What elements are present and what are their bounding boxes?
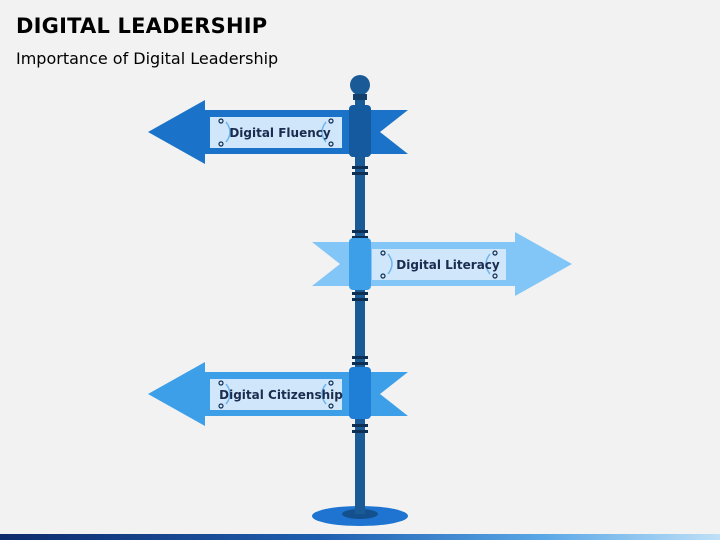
sign-digital-literacy-clamp [349,238,371,290]
sign-digital-literacy-bracket-left [387,253,393,275]
sign-digital-citizenship-bolts [218,380,334,409]
sign-digital-citizenship-panel [210,379,342,410]
sign-digital-citizenship-clamp [349,367,371,419]
sign-digital-literacy-label: Digital Literacy [396,258,500,272]
page-title: DIGITAL LEADERSHIP [16,14,268,38]
sign-digital-fluency-bracket-left [225,121,231,143]
sign-digital-fluency-bracket-right [321,121,327,143]
sign-digital-fluency-label: Digital Fluency [229,126,331,140]
sign-digital-literacy-panel [372,249,506,280]
footer-gradient-bar [0,534,720,540]
signpost-pole [355,92,365,514]
sign-digital-fluency: Digital Fluency [148,100,408,164]
pole-top-knob [350,75,370,95]
sign-digital-literacy-bolts [380,250,498,279]
sign-digital-citizenship-label: Digital Citizenship [219,388,343,402]
sign-digital-fluency-bolts [218,118,334,147]
page-subtitle: Importance of Digital Leadership [16,49,279,68]
sign-digital-fluency-clamp [349,105,371,157]
sign-digital-fluency-panel [210,117,342,148]
sign-digital-literacy: Digital Literacy [312,232,572,296]
sign-digital-literacy-bracket-right [485,253,491,275]
sign-digital-citizenship-bracket-left [225,383,231,405]
sign-digital-citizenship: Digital Citizenship [148,362,408,426]
pole-rings [352,166,368,433]
sign-digital-citizenship-bracket-right [321,383,327,405]
pole-top-neck [353,94,367,100]
